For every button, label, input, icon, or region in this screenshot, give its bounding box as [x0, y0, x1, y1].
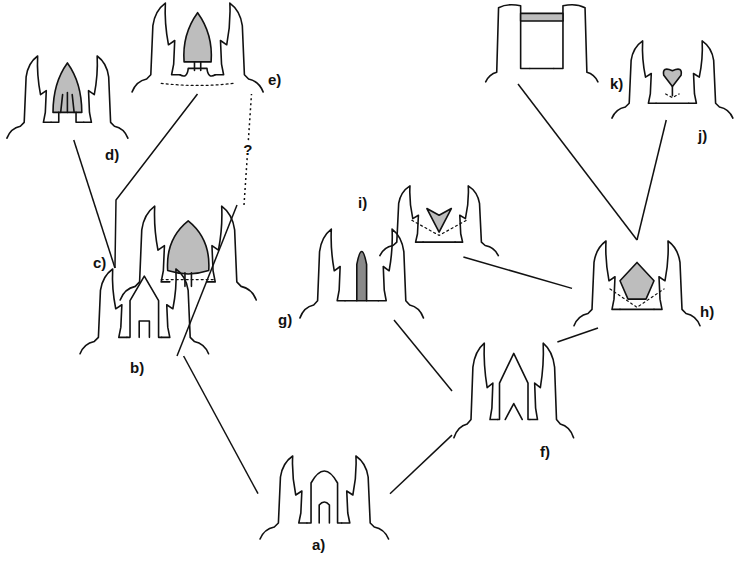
- figure-label: i): [358, 195, 367, 211]
- figure-node: c): [118, 205, 258, 302]
- edge-label: ?: [241, 142, 254, 158]
- figure-label: k): [610, 76, 623, 92]
- lineage-line: [390, 435, 452, 494]
- figure-label: h): [700, 304, 714, 320]
- figure-node: k): [482, 2, 602, 84]
- figure-node: h): [572, 240, 702, 328]
- figure-node: f): [452, 342, 576, 440]
- figure-label: c): [93, 255, 106, 271]
- figure-node: d): [5, 55, 130, 140]
- figure-node: j): [610, 40, 735, 120]
- figure-label: a): [312, 537, 325, 553]
- figure-label: f): [540, 444, 550, 460]
- lineage-line: [463, 257, 572, 288]
- lineage-line: [518, 84, 637, 240]
- lineage-line: [115, 94, 198, 268]
- figure-node: b): [78, 268, 210, 356]
- lineage-line: [394, 320, 452, 391]
- lineage-line: [557, 328, 598, 342]
- figure-node: i): [378, 185, 500, 257]
- lineage-line: [637, 120, 666, 240]
- figure-label: d): [105, 147, 119, 163]
- figure-label: g): [278, 312, 292, 328]
- lineage-line: [177, 205, 237, 356]
- figure-node: a): [258, 455, 390, 541]
- figure-node: e): [130, 2, 265, 94]
- lineage-line: [184, 356, 258, 494]
- figure-label: e): [268, 72, 281, 88]
- figure-label: b): [130, 360, 144, 376]
- figure-label: j): [698, 128, 707, 144]
- figure-node: g): [298, 228, 426, 320]
